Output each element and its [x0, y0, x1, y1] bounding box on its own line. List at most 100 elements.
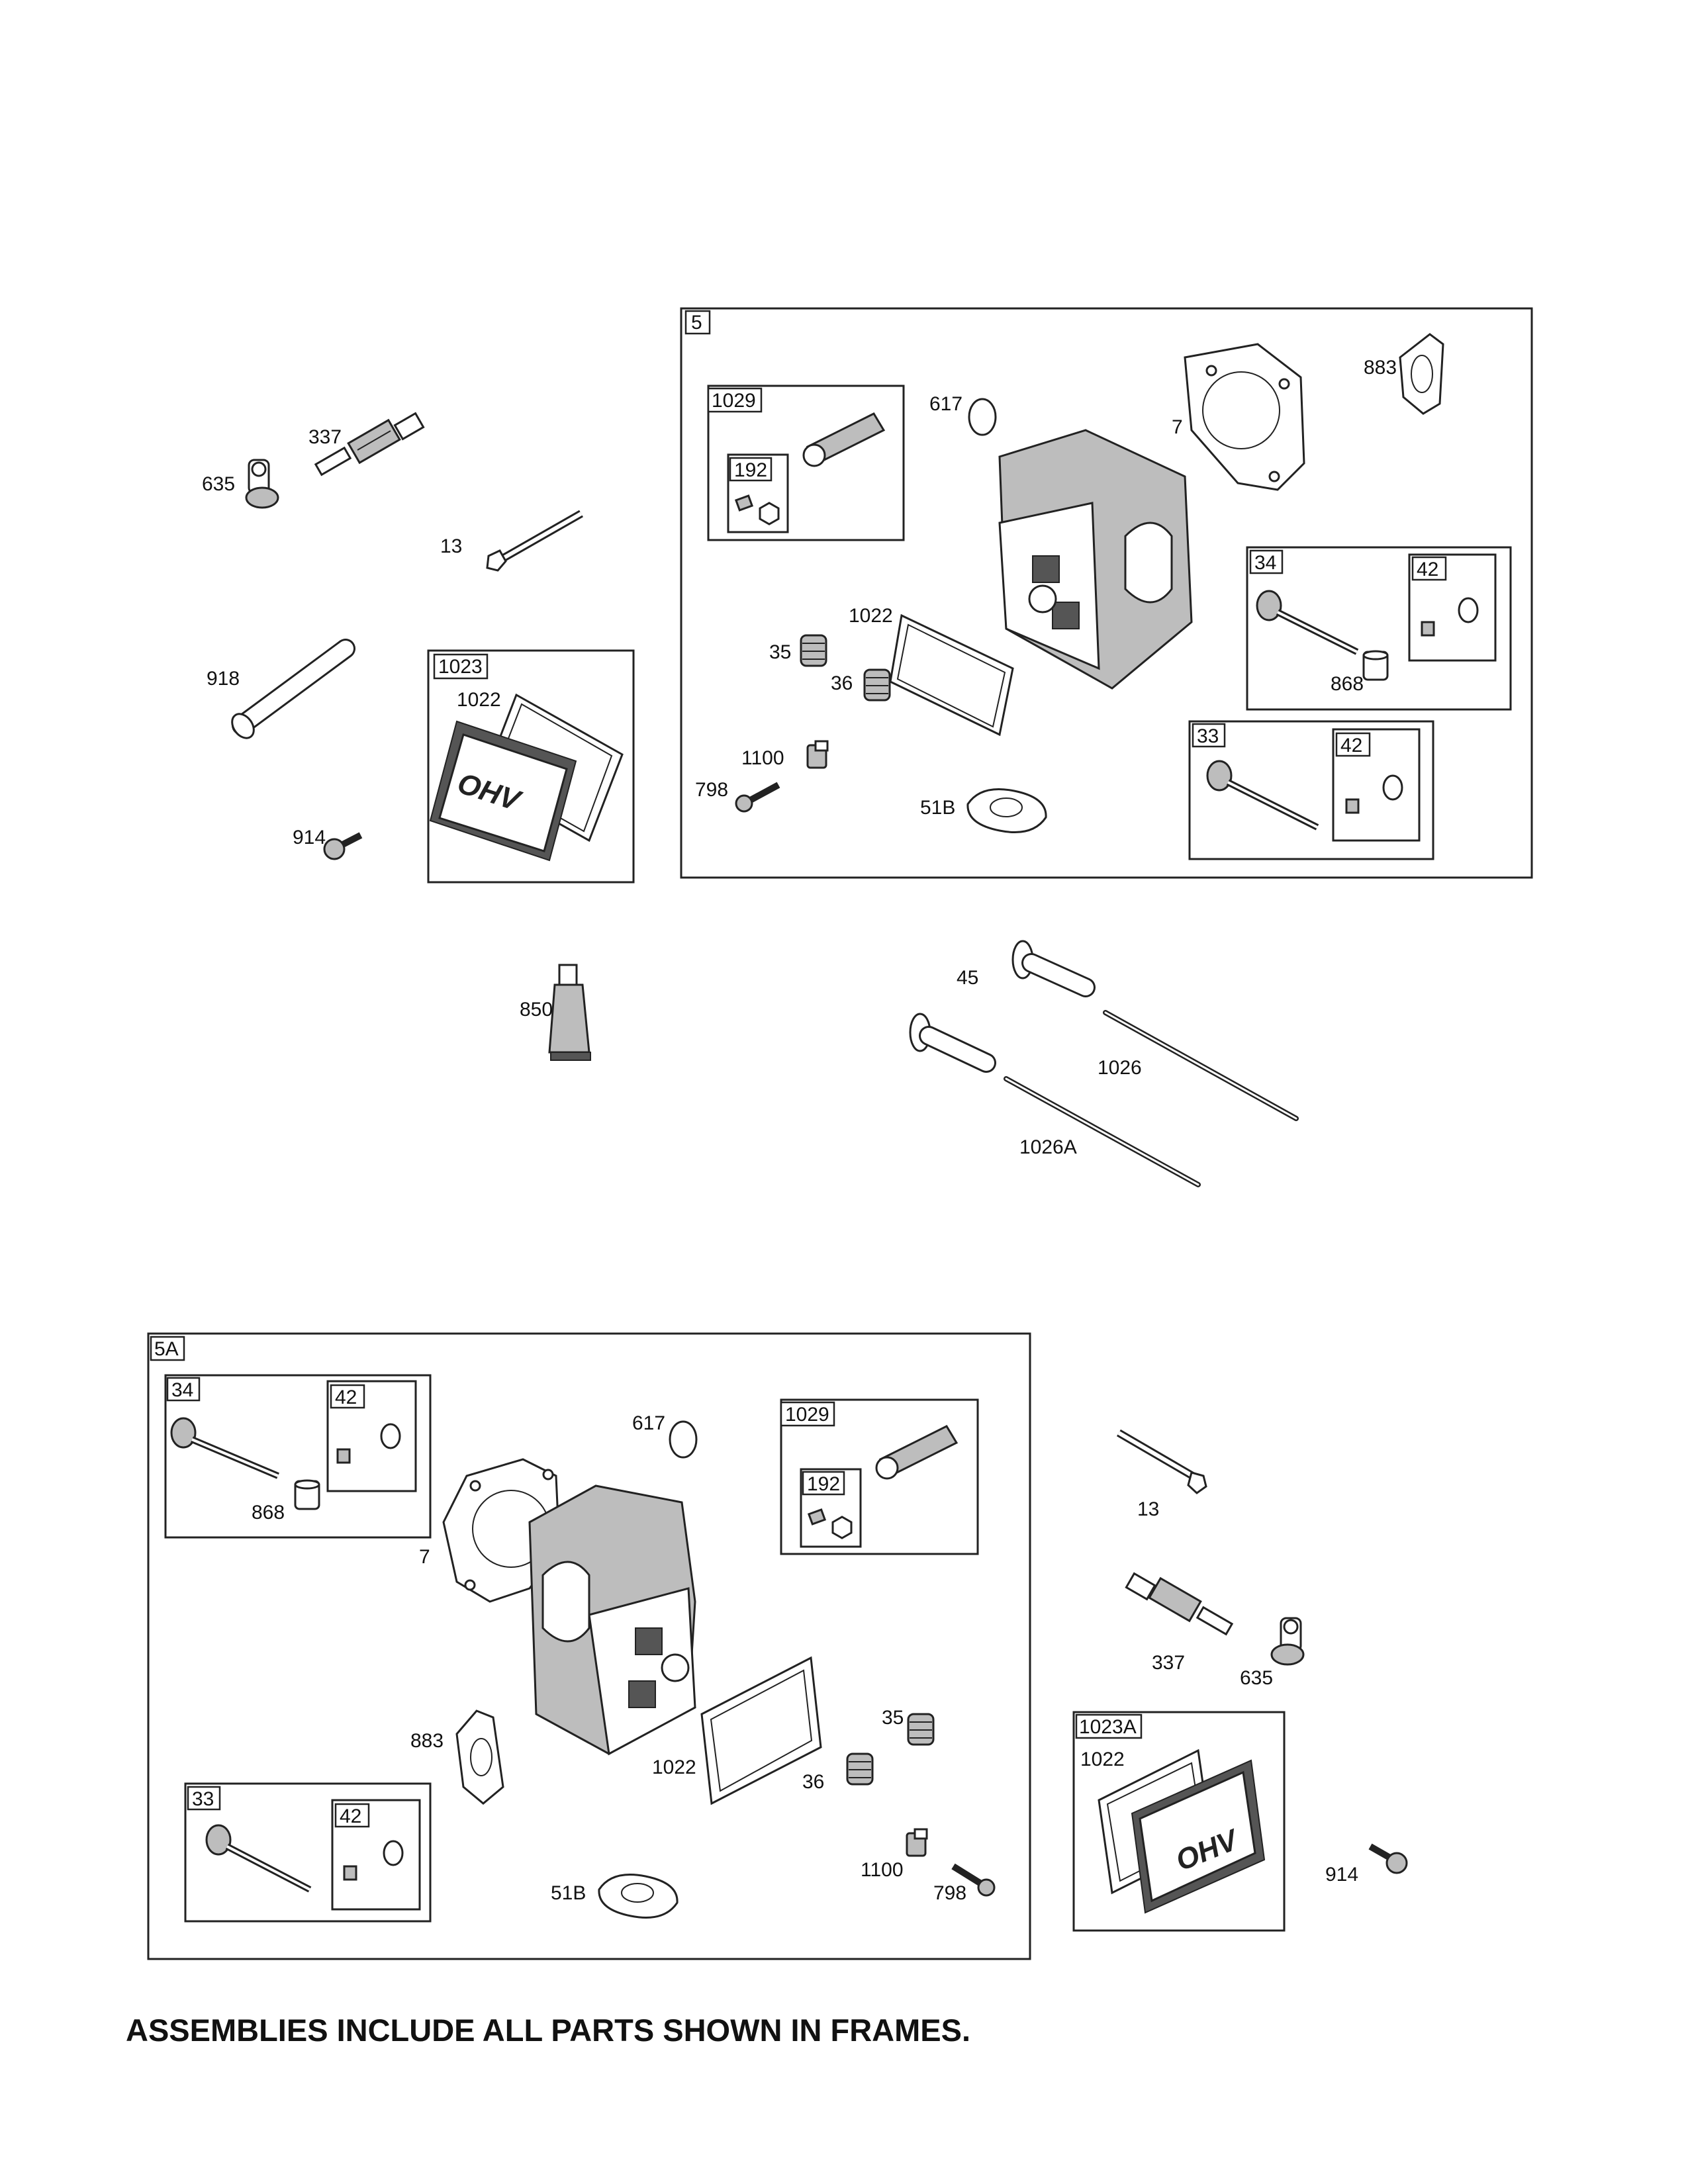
label-42-a: 42 — [1417, 559, 1438, 580]
spring-36-top — [863, 668, 891, 702]
frame-34-top — [1246, 546, 1512, 711]
label-51B-bottom: 51B — [551, 1882, 586, 1904]
label-1100-bottom: 1100 — [861, 1859, 904, 1881]
frame-5 — [680, 307, 1533, 879]
label-850: 850 — [520, 999, 553, 1021]
spring-35-top — [800, 634, 827, 667]
label-1029-top: 1029 — [712, 390, 756, 412]
label-635-top: 635 — [202, 473, 235, 495]
label-883-bottom: 883 — [410, 1730, 444, 1752]
frame-1023 — [427, 649, 635, 884]
label-1026: 1026 — [1098, 1057, 1142, 1079]
retainer-42-b — [1345, 774, 1403, 814]
valve-seal-868-bottom — [294, 1479, 320, 1510]
tag-192-top — [729, 457, 773, 482]
assemblies-note: ASSEMBLIES INCLUDE ALL PARTS SHOWN IN FR… — [126, 2013, 970, 2048]
label-918: 918 — [207, 668, 240, 690]
label-868-bottom: 868 — [252, 1502, 285, 1524]
frame-42-b — [1332, 728, 1421, 842]
label-35-bottom: 35 — [882, 1707, 904, 1729]
valve-cover-gasket-1022-bottom — [700, 1656, 822, 1805]
retainer-42-d — [343, 1840, 404, 1881]
frame-1029-top — [707, 385, 905, 541]
label-7-bottom: 7 — [419, 1546, 430, 1568]
label-36-bottom: 36 — [802, 1771, 824, 1793]
nut-192-bottom — [807, 1508, 853, 1539]
frame-33-top — [1188, 720, 1434, 860]
label-34-top: 34 — [1254, 552, 1276, 574]
frame-42-d — [331, 1799, 421, 1911]
label-34-bottom: 34 — [171, 1379, 193, 1401]
tag-34-bottom — [166, 1377, 201, 1402]
label-192-top: 192 — [734, 459, 767, 481]
screw-914-top — [323, 832, 363, 860]
label-1023A: 1023A — [1079, 1716, 1137, 1738]
label-42-d: 42 — [340, 1805, 361, 1827]
tag-192-bottom — [802, 1471, 845, 1496]
spark-plug-337-bottom — [1125, 1572, 1234, 1636]
frame-34-bottom — [164, 1374, 432, 1539]
label-42-c: 42 — [335, 1387, 357, 1408]
cylinder-head-5 — [998, 429, 1193, 690]
tag-33-bottom — [187, 1786, 221, 1811]
label-1022-frame1023A: 1022 — [1080, 1749, 1125, 1770]
tag-42-d — [334, 1803, 370, 1828]
tag-1029-bottom — [780, 1401, 835, 1427]
tag-1023A — [1075, 1713, 1143, 1739]
gasket-51B-top — [966, 788, 1047, 833]
label-868-top: 868 — [1331, 673, 1364, 695]
tappet-45-upper — [1011, 940, 1096, 997]
screw-914-bottom — [1368, 1843, 1408, 1874]
label-635-bottom: 635 — [1240, 1667, 1273, 1689]
label-1022-frame1023: 1022 — [457, 689, 501, 711]
push-rod-1026A — [1004, 1076, 1201, 1187]
label-5A: 5A — [154, 1338, 179, 1360]
bolt-798-bottom — [951, 1863, 996, 1897]
label-36-top: 36 — [831, 672, 853, 694]
bolt-798-top — [735, 782, 780, 813]
label-13-bottom: 13 — [1137, 1498, 1159, 1520]
sealant-tube-850 — [548, 964, 591, 1061]
label-337-top: 337 — [308, 426, 342, 448]
label-33-top: 33 — [1197, 725, 1219, 747]
spark-plug-boot-635-top — [245, 459, 279, 509]
spark-plug-boot-635-bottom — [1270, 1617, 1305, 1666]
tag-34-top — [1249, 549, 1284, 574]
breather-1100-bottom — [906, 1828, 928, 1857]
spring-36-bottom — [846, 1752, 874, 1786]
label-5: 5 — [691, 312, 702, 334]
valve-seal-868-top — [1362, 650, 1389, 681]
valve-34-bottom — [170, 1417, 279, 1479]
tag-5A — [150, 1336, 185, 1361]
label-1026A: 1026A — [1019, 1136, 1077, 1158]
label-798-bottom: 798 — [933, 1882, 966, 1904]
label-617-top: 617 — [929, 393, 962, 415]
valve-34-top — [1256, 590, 1359, 655]
o-ring-617-top — [968, 398, 997, 436]
cylinder-head-5A — [528, 1484, 696, 1756]
tag-5 — [684, 310, 711, 335]
spark-plug-337-top — [314, 412, 425, 477]
label-1029-bottom: 1029 — [785, 1404, 829, 1426]
bolt-13-top — [486, 510, 583, 572]
gasket-51B-bottom — [598, 1874, 679, 1919]
gasket-883-bottom — [455, 1709, 504, 1805]
label-1022-frame5: 1022 — [849, 605, 893, 627]
label-192-bottom: 192 — [807, 1473, 840, 1495]
valve-cover-1023: OHV — [429, 720, 577, 862]
label-883-top: 883 — [1364, 357, 1397, 379]
tag-42-c — [330, 1384, 365, 1409]
tappet-45-lower — [909, 1013, 996, 1073]
tag-42-b — [1335, 732, 1371, 757]
frame-1029-bottom — [780, 1398, 979, 1555]
frame-192-bottom — [800, 1468, 862, 1548]
label-7-top: 7 — [1172, 416, 1183, 438]
bolt-13-bottom — [1116, 1429, 1207, 1494]
tube-918 — [231, 639, 355, 739]
label-13-top: 13 — [440, 535, 462, 557]
head-gasket-7-top — [1184, 343, 1305, 491]
spring-35-bottom — [907, 1713, 935, 1746]
label-33-bottom: 33 — [192, 1788, 214, 1810]
label-1022-frame5A: 1022 — [652, 1756, 696, 1778]
